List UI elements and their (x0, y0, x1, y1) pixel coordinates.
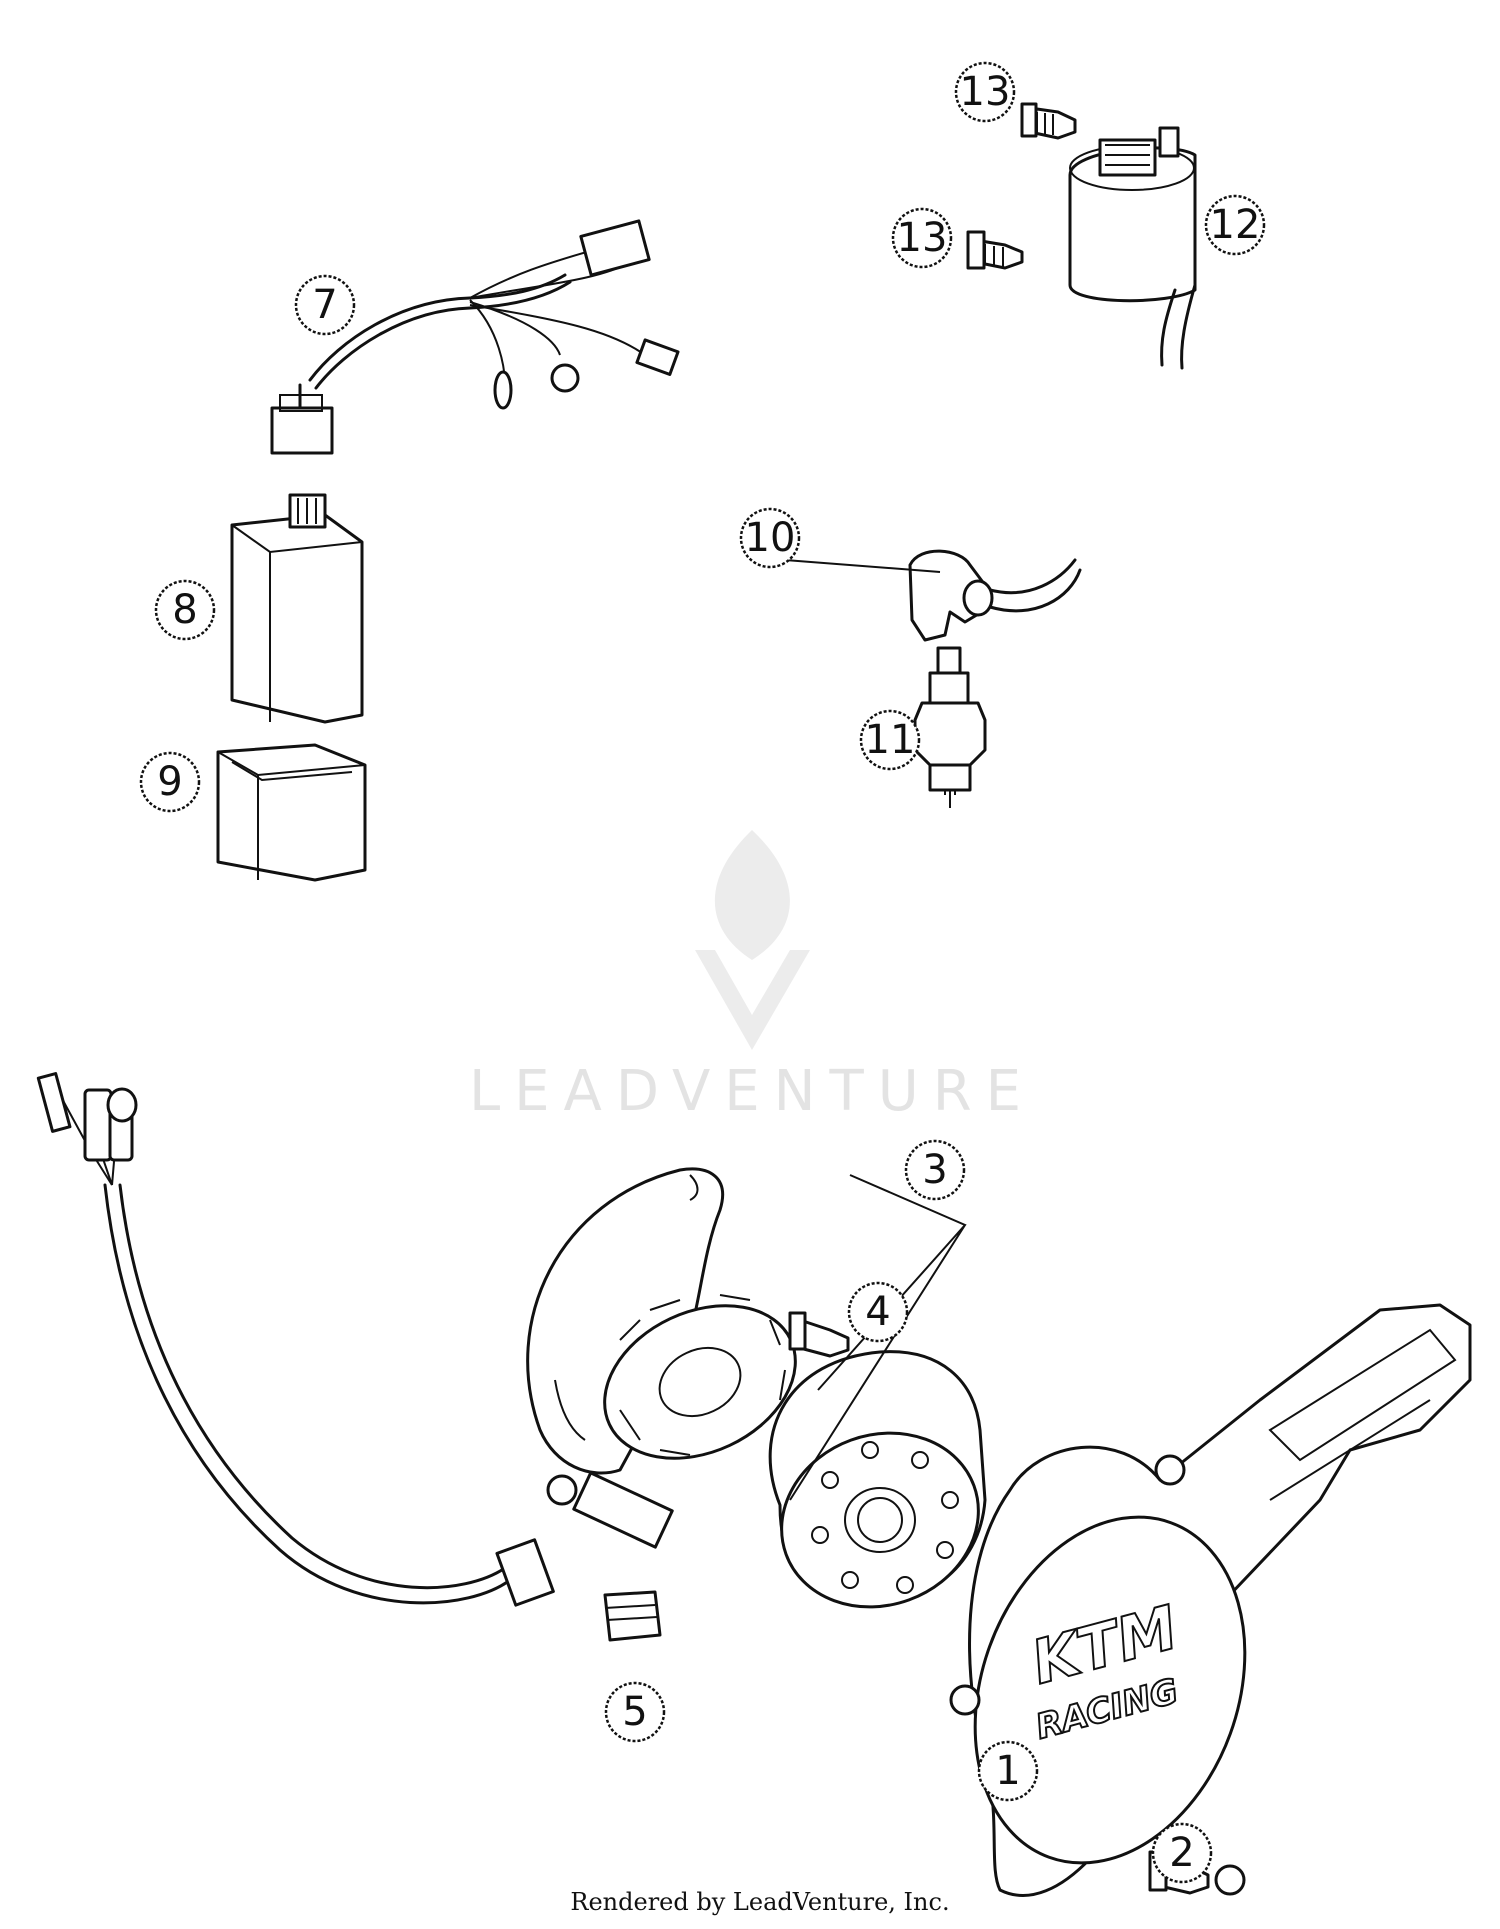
screw-4 (788, 1311, 850, 1358)
cdi-holder (216, 743, 367, 882)
callout-13-upper: 13 (954, 61, 1016, 123)
callout-10: 10 (739, 507, 801, 569)
stator-wiring (36, 1072, 555, 1607)
spark-plug-cap (908, 549, 1082, 642)
screw-13-lower (966, 230, 1024, 270)
svg-text:8: 8 (172, 587, 197, 633)
callout-11: 11 (859, 709, 921, 771)
svg-text:7: 7 (312, 282, 337, 328)
callout-8: 8 (154, 579, 216, 641)
flywheel-rotor (768, 1350, 987, 1609)
callout-13-lower: 13 (891, 207, 953, 269)
spark-plug (913, 646, 987, 808)
svg-text:9: 9 (157, 759, 182, 805)
svg-text:5: 5 (622, 1689, 647, 1735)
svg-text:12: 12 (1210, 202, 1261, 248)
svg-text:2: 2 (1169, 1830, 1194, 1876)
callout-7: 7 (294, 274, 356, 336)
ignition-cover: KTM RACING (949, 1303, 1472, 1897)
callout-4: 4 (847, 1281, 909, 1343)
callout-5: 5 (604, 1681, 666, 1743)
svg-text:10: 10 (745, 515, 796, 561)
screw-13-upper (1020, 102, 1077, 140)
cdi-unit (230, 493, 364, 724)
watermark-text: LEADVENTURE (469, 1059, 1035, 1124)
stator-plate (526, 1167, 797, 1549)
watermark-logo: LEADVENTURE (469, 830, 1035, 1124)
callout-1: 1 (977, 1740, 1039, 1802)
woodruff-key (603, 1590, 662, 1642)
wiring-harness (270, 219, 680, 455)
svg-text:1: 1 (995, 1748, 1020, 1794)
svg-text:11: 11 (865, 717, 916, 763)
svg-text:13: 13 (960, 69, 1011, 115)
callout-12: 12 (1204, 194, 1266, 256)
ignition-coil (1068, 126, 1197, 370)
callout-3: 3 (904, 1139, 966, 1201)
svg-text:13: 13 (897, 215, 948, 261)
svg-text:3: 3 (922, 1147, 947, 1193)
callout-9: 9 (139, 751, 201, 813)
callout-2: 2 (1151, 1822, 1213, 1884)
footer-credit: Rendered by LeadVenture, Inc. (570, 1888, 949, 1916)
svg-text:4: 4 (865, 1289, 890, 1335)
